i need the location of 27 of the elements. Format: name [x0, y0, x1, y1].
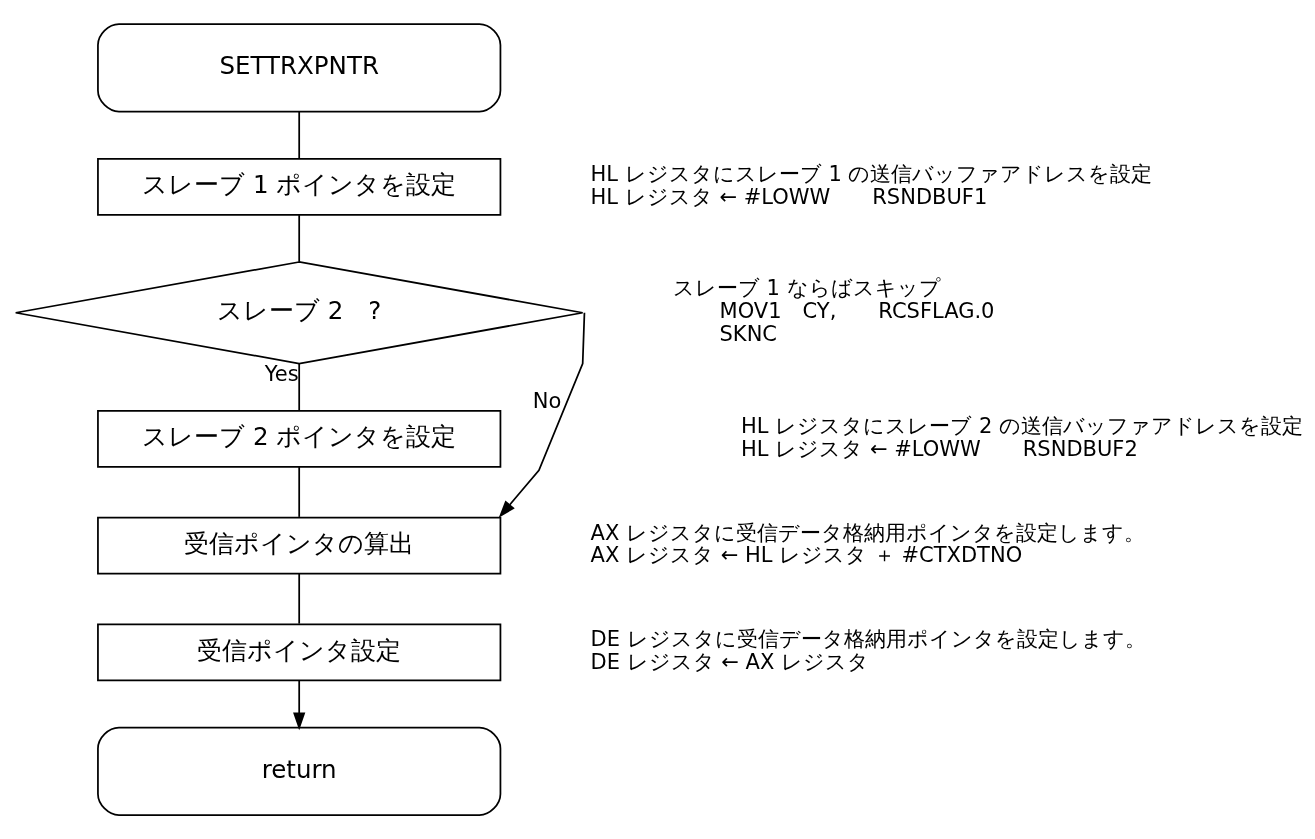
node-diamond: スレーブ 2 ?	[14, 261, 584, 365]
node-box: 受信ポインタ設定	[97, 623, 502, 682]
node-box: return	[97, 726, 502, 816]
connector	[298, 572, 301, 625]
label: HL レジスタ ← #LOWW RSNDBUF1	[590, 184, 988, 209]
edge-label: Yes	[264, 362, 299, 387]
label: スレーブ 1 ならばスキップ	[672, 276, 941, 301]
arrow	[498, 311, 586, 518]
node-box: スレーブ 2 ポインタを設定	[97, 409, 502, 468]
node-box: スレーブ 1 ポインタを設定	[97, 157, 502, 216]
connector	[298, 362, 301, 412]
label: HL レジスタにスレーブ 1 の送信バッファアドレスを設定	[590, 161, 1153, 186]
label: AX レジスタに受信データ格納用ポインタを設定します。	[590, 520, 1145, 545]
label: SKNC	[719, 321, 778, 346]
label: HL レジスタ ← #LOWW RSNDBUF2	[741, 436, 1138, 461]
edge-label: No	[532, 389, 562, 414]
label: MOV1 CY, RCSFLAG.0	[719, 299, 995, 324]
label: HL レジスタにスレーブ 2 の送信バッファアドレスを設定	[741, 413, 1303, 438]
connector	[298, 214, 301, 263]
connector	[298, 466, 301, 518]
label: AX レジスタ ← HL レジスタ ＋ #CTXDTNO	[590, 543, 1023, 568]
label: DE レジスタに受信データ格納用ポインタを設定します。	[590, 627, 1146, 652]
connector	[298, 110, 301, 159]
node-box: SETTRXPNTR	[97, 23, 502, 113]
label: DE レジスタ ← AX レジスタ	[590, 650, 870, 675]
arrow	[293, 679, 306, 731]
node-box: 受信ポインタの算出	[97, 516, 502, 575]
